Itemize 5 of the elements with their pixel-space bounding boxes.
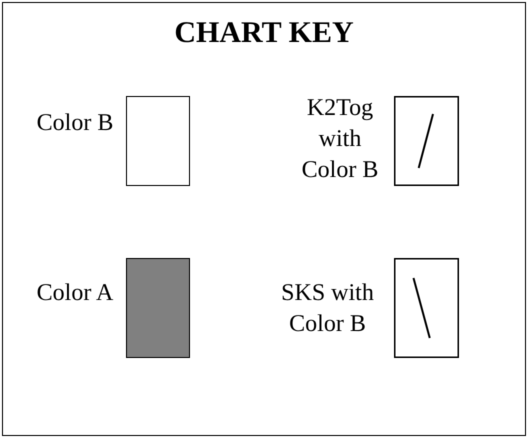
key-title: CHART KEY <box>173 16 355 50</box>
legend-label: SKS with Color B <box>280 279 375 339</box>
legend-label: Color B <box>36 109 114 138</box>
legend-label: K2Tog with Color B <box>300 94 380 185</box>
legend-label: Color A <box>36 279 114 308</box>
